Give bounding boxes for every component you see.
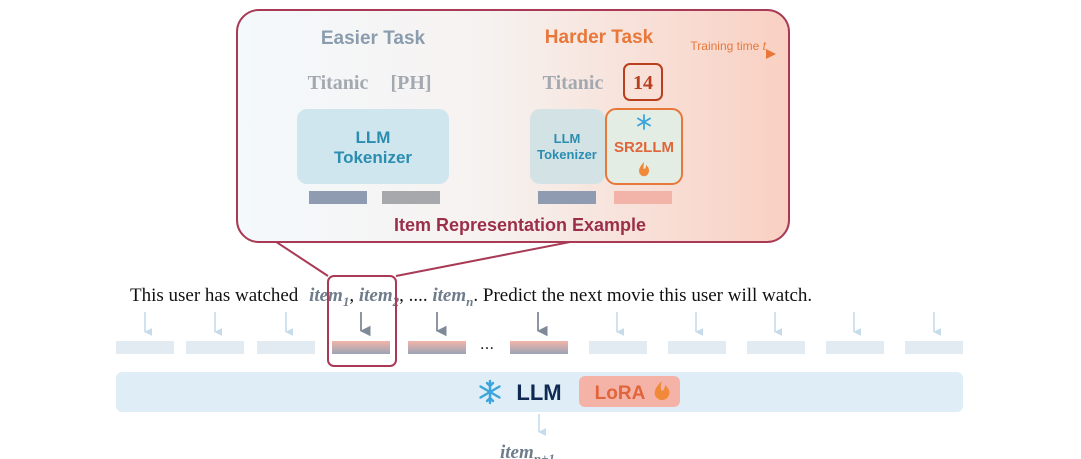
- embedding-item-n: [510, 312, 568, 354]
- llm-label: LLM: [516, 380, 561, 405]
- llm-tokenizer-small-line-1: LLM: [554, 131, 581, 146]
- harder-embedding-title: [538, 191, 596, 204]
- easier-embedding-title: [309, 191, 367, 204]
- panel-caption: Item Representation Example: [394, 215, 646, 235]
- item-2: item2: [359, 285, 400, 309]
- sr2llm-label: SR2LLM: [614, 139, 674, 156]
- embedding-light-5: [668, 312, 726, 354]
- training-time-symbol: t: [763, 39, 767, 53]
- harder-embedding-number: [614, 191, 672, 204]
- token-embeddings: ...: [116, 312, 963, 354]
- item-1-highlight-box: [327, 275, 397, 367]
- easier-embedding-placeholder: [382, 191, 440, 204]
- sr2llm-box: [605, 108, 683, 185]
- item-n: itemn: [432, 285, 473, 309]
- flame-icon: [639, 162, 650, 177]
- llm-tokenizer-small-box: [530, 109, 605, 184]
- llm-snowflake-icon: [479, 379, 501, 405]
- embedding-light-2: [186, 312, 244, 354]
- llm-tokenizer-small-line-2: Tokenizer: [537, 147, 597, 162]
- sentence-dots: , ....: [399, 285, 428, 306]
- embedding-light-3: [257, 312, 315, 354]
- llm-tokenizer-line-1: LLM: [356, 128, 391, 147]
- embedding-item-2: [408, 312, 466, 354]
- item-1: item1: [309, 285, 349, 309]
- llm-tokenizer-line-2: Tokenizer: [334, 148, 412, 167]
- lora-label: LoRA: [595, 383, 646, 404]
- embedding-light-1: [116, 312, 174, 354]
- harder-number-box: [623, 63, 663, 101]
- llm-bar: LLM LoRA: [116, 372, 963, 412]
- embedding-light-7: [826, 312, 884, 354]
- prompt-sentence: This user has watched item1, item2, ....…: [130, 285, 812, 309]
- llm-bar-background: [116, 372, 963, 412]
- lora-flame-icon: [654, 381, 670, 400]
- harder-word: Titanic: [543, 72, 604, 94]
- training-time-text: Training time: [690, 39, 759, 53]
- sentence-prefix: This user has watched: [130, 285, 299, 306]
- harder-task-label: Harder Task: [545, 27, 654, 48]
- training-time-label: Training time t: [690, 39, 766, 53]
- llm-tokenizer-box: [297, 109, 449, 184]
- embedding-light-6: [747, 312, 805, 354]
- embedding-light-8: [905, 312, 963, 354]
- lora-box: [579, 376, 680, 407]
- sentence-suffix: . Predict the next movie this user will …: [473, 285, 812, 306]
- next-item-label: itemn+1: [500, 442, 555, 459]
- easier-placeholder: [PH]: [390, 72, 431, 94]
- easier-task-label: Easier Task: [321, 28, 426, 49]
- embedding-ellipsis: ...: [480, 334, 494, 353]
- item-representation-panel: Easier Task Harder Task Training time t …: [236, 9, 790, 243]
- training-time-arrowhead: [766, 49, 776, 59]
- harder-number: 14: [633, 72, 653, 94]
- snowflake-icon: [637, 114, 651, 130]
- sentence-comma: ,: [349, 285, 354, 306]
- embedding-item-1: [332, 312, 390, 354]
- easier-word: Titanic: [308, 72, 369, 94]
- embedding-light-4: [589, 312, 647, 354]
